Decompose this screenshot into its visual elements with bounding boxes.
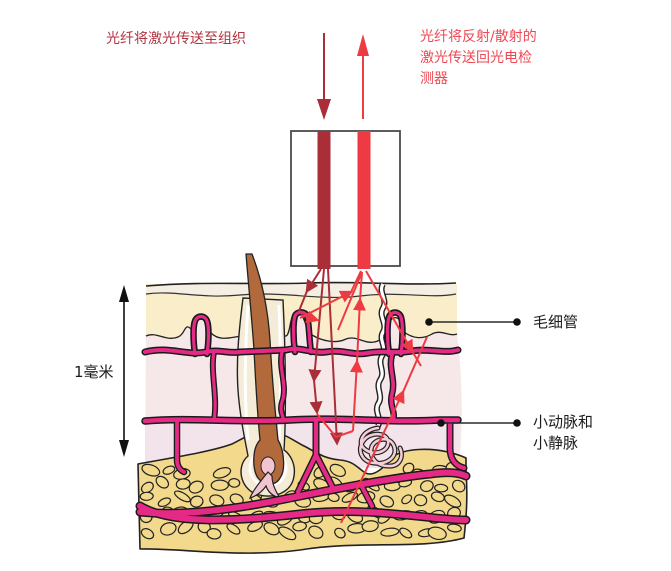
capillary-label: 毛细管 [533,313,579,331]
corneum-boundary-line [145,292,457,298]
scale-arrowhead-up [119,285,129,302]
scale-arrowhead-down [119,440,129,457]
probe-outline [290,130,401,267]
arteriole-venule-label-line1: 小动脉和 [533,413,594,431]
arteriole-venule-pointer [437,419,521,427]
scattered-return-rays [299,270,428,524]
laser-up-arrow [357,34,369,119]
scale-label: 1毫米 [74,363,114,381]
return-fiber-label-line3: 测器 [420,71,448,87]
arteriole-venule-label: 小动脉和 小静脉 [533,412,593,454]
transmit-rays [298,268,343,446]
arteriole-venule-label-line2: 小静脉 [533,434,579,452]
return-fiber-label-line1: 光纤将反射/散射的 [420,29,537,45]
dermal-papilla [249,471,282,499]
return-fiber-label: 光纤将反射/散射的 激光传送回光电检 测器 [420,27,537,90]
transmit-fiber [317,131,331,269]
scale-arrow-1mm [119,285,129,457]
laser-down-arrow [317,33,331,120]
follicle-inner-sheath-left [243,304,250,441]
return-fiber-label-line2: 激光传送回光电检 [420,50,532,66]
transmit-fiber-label: 光纤将激光传送至组织 [106,31,246,47]
probe [290,130,401,269]
sweat-duct [373,282,388,428]
receive-fiber [357,131,371,269]
capillary-pointer [425,318,521,326]
laser-direction-arrows [317,33,369,120]
